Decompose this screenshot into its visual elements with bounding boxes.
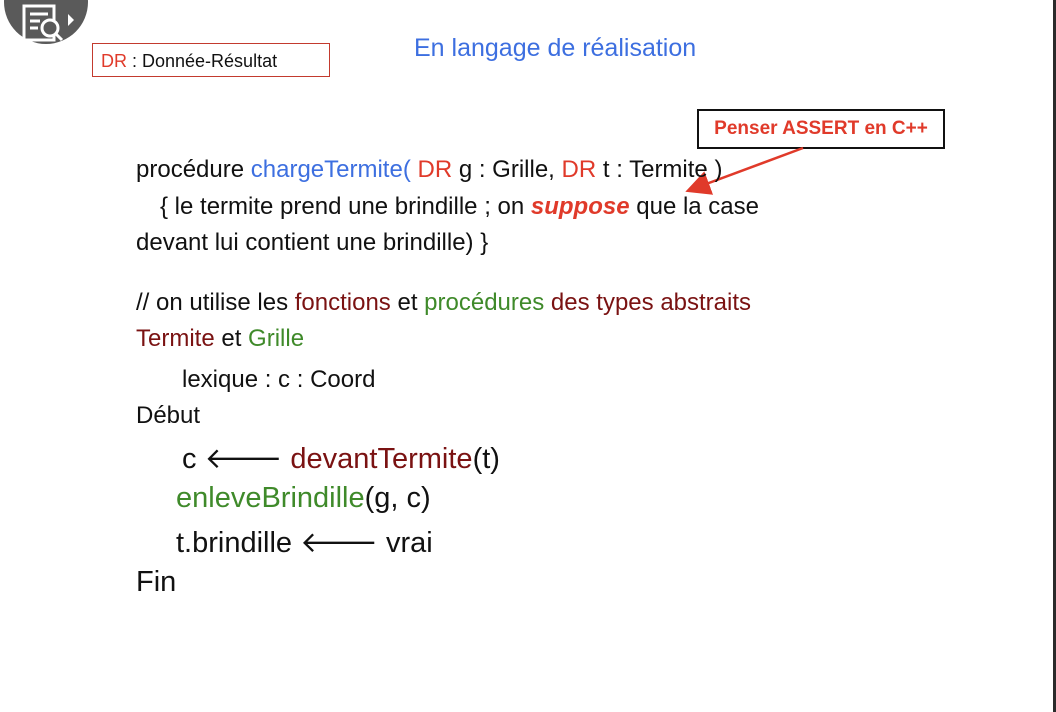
kw-procedure: procédure — [136, 156, 251, 183]
search-document-icon — [22, 4, 74, 42]
comment-line-4: Termite et Grille — [136, 325, 304, 353]
debut-keyword: Début — [136, 402, 201, 429]
lexique-line: lexique : c : Coord — [182, 366, 376, 393]
word-fonctions: fonctions — [294, 289, 391, 316]
comment-text: // on utilise les — [136, 289, 295, 316]
var-brindille: t.brindille — [176, 527, 301, 559]
word-procedures: procédures — [424, 289, 545, 316]
comment-line-3: // on utilise les fonctions et procédure… — [136, 289, 751, 317]
comment-text: et — [390, 289, 425, 316]
value-vrai: vrai — [377, 527, 433, 559]
type-grille: Grille — [248, 325, 305, 352]
fn-enleveBrindille: enleveBrindille — [176, 482, 365, 514]
comment-line-1: { le termite prend une brindille ; on su… — [160, 193, 759, 221]
assign-arrow-icon: 🡐 — [204, 443, 283, 475]
statement-1: c 🡐 devantTermite(t) — [182, 440, 500, 476]
statement-3: t.brindille 🡐 vrai — [176, 524, 433, 560]
comment-text: { le termite prend une brindille ; on — [160, 193, 531, 220]
comment-text: que la case — [629, 193, 759, 220]
var-c: c — [182, 443, 205, 475]
document-viewer-button[interactable] — [4, 0, 88, 44]
param-t: t : Termite ) — [596, 156, 723, 183]
procedure-name: chargeTermite — [250, 156, 403, 183]
legend-text: : Donnée-Résultat — [127, 51, 278, 71]
dr-marker: DR — [561, 156, 597, 183]
args: (t) — [472, 443, 500, 475]
assign-arrow-icon: 🡐 — [300, 527, 378, 559]
comment-line-2: devant lui contient une brindille) } — [136, 229, 489, 256]
comment-text: et — [214, 325, 249, 352]
paren-open: ( — [402, 156, 418, 183]
statement-2: enleveBrindille(g, c) — [176, 482, 431, 515]
args: (g, c) — [364, 482, 431, 514]
comment-emphasis: suppose — [530, 193, 630, 220]
legend-box: DR : Donnée-Résultat — [92, 43, 330, 77]
page-border — [1053, 0, 1056, 712]
fin-keyword: Fin — [136, 566, 177, 598]
callout-box: Penser ASSERT en C++ — [697, 109, 945, 149]
type-termite: Termite — [136, 325, 215, 352]
procedure-signature: procédure chargeTermite( DR g : Grille, … — [136, 156, 722, 184]
page-title: En langage de réalisation — [414, 34, 697, 62]
param-g: g : Grille, — [452, 156, 562, 183]
comment-text: des types abstraits — [544, 289, 752, 316]
fn-devantTermite: devantTermite — [290, 443, 473, 475]
legend-abbrev: DR — [101, 51, 127, 71]
dr-marker: DR — [417, 156, 453, 183]
